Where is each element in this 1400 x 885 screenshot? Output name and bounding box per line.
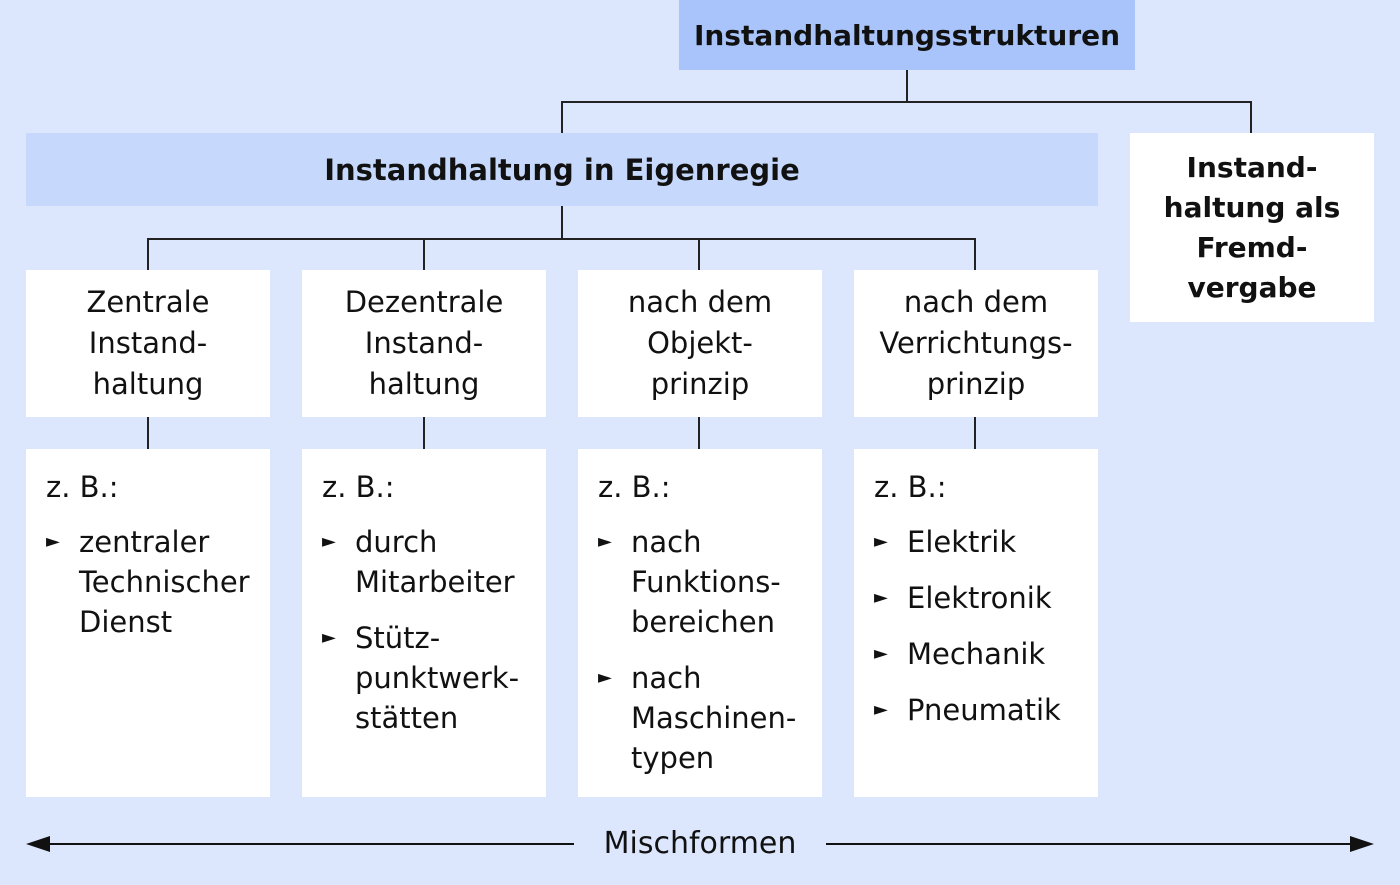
list-item-text: Elektrik [907, 525, 1017, 559]
category-line: prinzip [926, 367, 1026, 401]
category-objektprinzip: nach dem Objekt- prinzip [578, 270, 822, 417]
list-item-text: durch Mitarbeiter [355, 525, 515, 599]
eigenregie-node: Instandhaltung in Eigenregie [26, 133, 1098, 206]
examples-label: z. B.: [322, 470, 395, 504]
list-item: ► Elektrik [874, 522, 1061, 562]
triangle-bullet-icon: ► [874, 699, 888, 720]
category-line: Verrichtungs- [879, 326, 1073, 360]
category-line: Instand- [364, 326, 484, 360]
list-item: ► durch Mitarbeiter [322, 522, 555, 602]
triangle-bullet-icon: ► [874, 643, 888, 664]
category-line: haltung [368, 367, 480, 401]
list-item: ► Mechanik [874, 634, 1061, 674]
connector-ex-4 [974, 417, 976, 449]
list-item: ► zentraler Technischer Dienst [46, 522, 279, 642]
fremdvergabe-line: Fremd- [1196, 230, 1308, 264]
triangle-bullet-icon: ► [598, 667, 612, 688]
mischformen-label: Mischformen [603, 826, 797, 861]
examples-label: z. B.: [598, 470, 671, 504]
examples-label: z. B.: [874, 470, 947, 504]
connector-root-down [906, 70, 908, 102]
examples-list: ► Elektrik ► Elektronik ► Mechanik ► Pneumat… [874, 522, 1061, 746]
category-verrichtungsprinzip: nach dem Verrichtungs- prinzip [854, 270, 1098, 417]
eigenregie-title: Instandhaltung in Eigenregie [324, 152, 800, 187]
examples-label: z. B.: [46, 470, 119, 504]
list-item-text: Pneumatik [907, 693, 1061, 727]
connector-ex-3 [698, 417, 700, 449]
category-dezentrale: Dezentrale Instand- haltung [302, 270, 546, 417]
list-item-text: nach Maschinen- typen [631, 661, 797, 775]
connector-cat-4 [974, 238, 976, 270]
list-item-text: Stütz- punktwerk- stätten [355, 621, 520, 735]
arrow-left-icon [26, 836, 50, 852]
examples-list: ► zentraler Technischer Dienst [46, 522, 279, 658]
fremdvergabe-line: haltung als [1163, 190, 1341, 224]
category-line: Zentrale [86, 285, 210, 319]
list-item: ► Pneumatik [874, 690, 1061, 730]
connector-root-horizontal [561, 101, 1252, 103]
connector-to-eigenregie [561, 101, 563, 133]
examples-list: ► nach Funktions- bereichen ► nach Maschin… [598, 522, 831, 794]
examples-verrichtungsprinzip: z. B.: ► Elektrik ► Elektronik ► Mechanik ►… [854, 449, 1098, 797]
examples-dezentrale: z. B.: ► durch Mitarbeiter ► Stütz- punktw… [302, 449, 546, 797]
category-line: prinzip [650, 367, 750, 401]
list-item: ► nach Maschinen- typen [598, 658, 831, 778]
connector-cat-2 [423, 238, 425, 270]
fremdvergabe-node: Instand- haltung als Fremd- vergabe [1130, 133, 1374, 322]
connector-ex-2 [423, 417, 425, 449]
category-line: nach dem [903, 285, 1049, 319]
examples-list: ► durch Mitarbeiter ► Stütz- punktwerk- st… [322, 522, 555, 754]
connector-cat-3 [698, 238, 700, 270]
connector-ex-1 [147, 417, 149, 449]
examples-objektprinzip: z. B.: ► nach Funktions- bereichen ► nach … [578, 449, 822, 797]
list-item: ► Stütz- punktwerk- stätten [322, 618, 535, 738]
connector-cat-1 [147, 238, 149, 270]
triangle-bullet-icon: ► [874, 587, 888, 608]
fremdvergabe-line: vergabe [1187, 270, 1317, 304]
category-line: Dezentrale [344, 285, 504, 319]
category-zentrale: Zentrale Instand- haltung [26, 270, 270, 417]
triangle-bullet-icon: ► [322, 531, 336, 552]
list-item: ► nach Funktions- bereichen [598, 522, 831, 642]
triangle-bullet-icon: ► [598, 531, 612, 552]
triangle-bullet-icon: ► [46, 531, 60, 552]
root-title: Instandhaltungsstrukturen [693, 18, 1121, 52]
root-node: Instandhaltungsstrukturen [679, 0, 1135, 70]
connector-to-fremdvergabe [1250, 101, 1252, 133]
examples-zentrale: z. B.: ► zentraler Technischer Dienst [26, 449, 270, 797]
connector-categories-horizontal [147, 238, 976, 240]
category-line: Instand- [88, 326, 208, 360]
list-item-text: Elektronik [907, 581, 1052, 615]
triangle-bullet-icon: ► [322, 627, 336, 648]
list-item: ► Elektronik [874, 578, 1061, 618]
category-line: haltung [92, 367, 204, 401]
triangle-bullet-icon: ► [874, 531, 888, 552]
list-item-text: Mechanik [907, 637, 1046, 671]
list-item-text: nach Funktions- bereichen [631, 525, 781, 639]
category-line: Objekt- [647, 326, 753, 360]
connector-eigen-down [561, 206, 563, 239]
category-line: nach dem [627, 285, 773, 319]
list-item-text: zentraler Technischer Dienst [79, 525, 250, 639]
fremdvergabe-line: Instand- [1186, 150, 1318, 184]
arrow-right-icon [1350, 836, 1374, 852]
